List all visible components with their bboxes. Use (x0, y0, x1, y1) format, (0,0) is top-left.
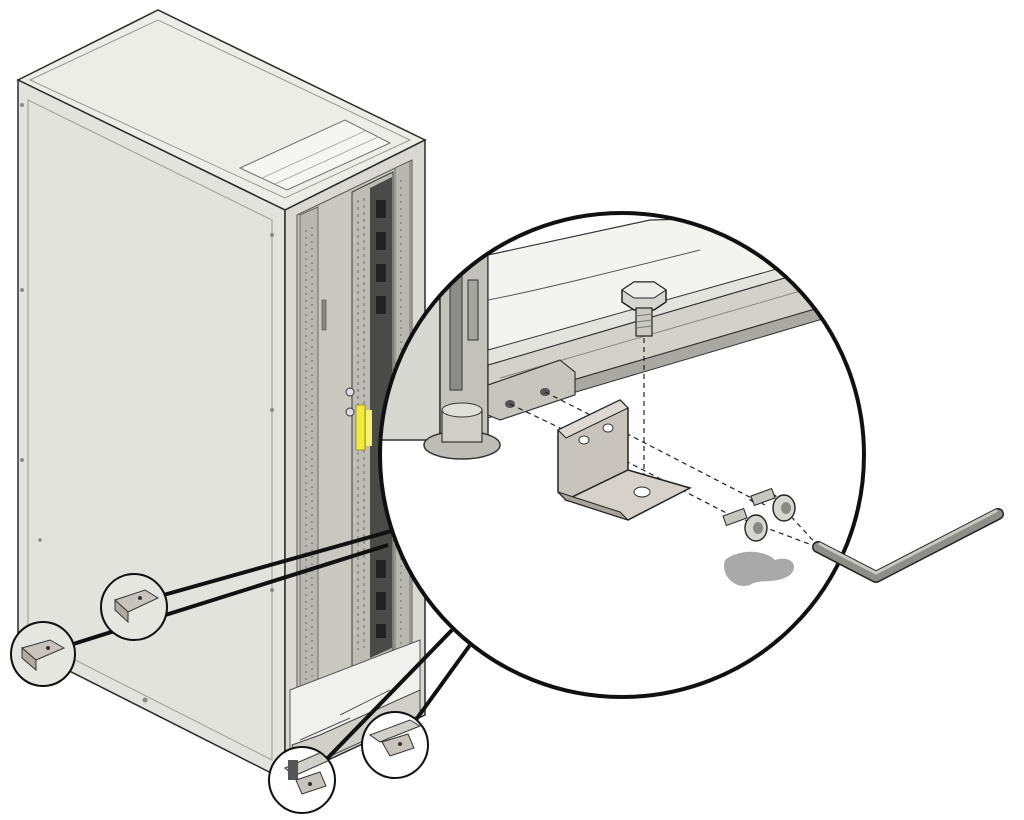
detail-magnified-view (378, 211, 866, 699)
callout-front-left (100, 573, 168, 641)
top-vent (238, 119, 392, 191)
yellow-warning-label (355, 404, 366, 451)
alignment-guides (509, 338, 821, 549)
rack-cabinet (16, 9, 427, 782)
l-bracket (557, 399, 693, 521)
screw-shadow (724, 551, 795, 586)
screw-upper (748, 487, 796, 522)
callout-front-right (361, 711, 429, 779)
callout-rear-right (268, 746, 336, 814)
hex-bolt (621, 281, 667, 337)
callout-rear-left (10, 621, 76, 687)
hex-key (812, 508, 1004, 583)
screw-lower (722, 507, 768, 542)
